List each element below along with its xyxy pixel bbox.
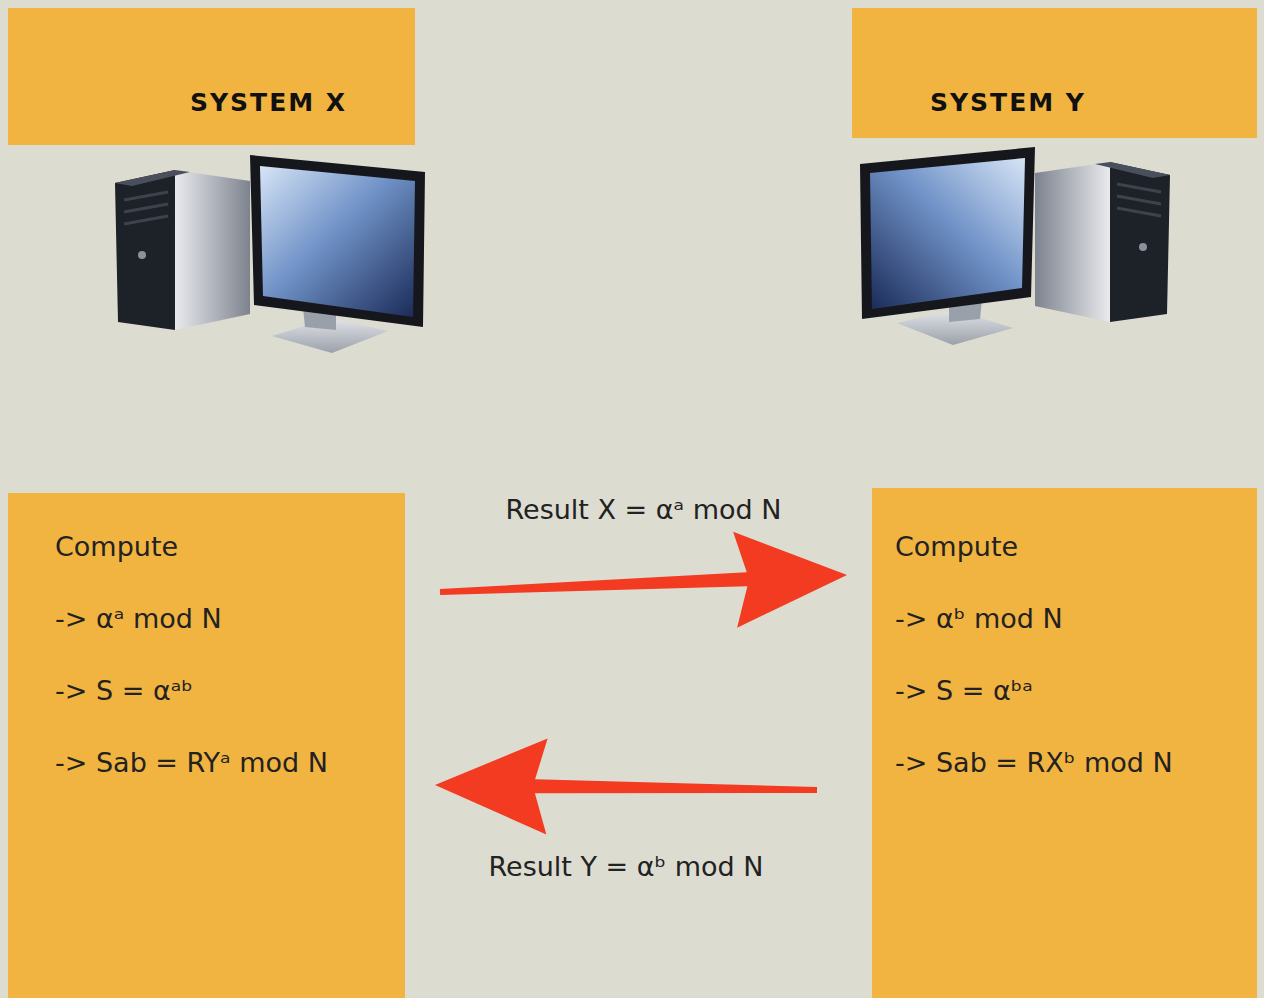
box-heading: Compute <box>55 529 178 565</box>
computer-icon <box>860 147 1170 345</box>
box-heading: SYSTEM X <box>190 88 347 118</box>
tower-top <box>115 170 190 186</box>
edge-label: Result Y = αᵇ mod N <box>489 849 764 885</box>
power-button <box>138 251 146 259</box>
computer-icon <box>115 155 425 353</box>
edge-label: Result X = αᵃ mod N <box>506 492 782 528</box>
box-heading: SYSTEM Y <box>930 88 1086 118</box>
drive-bay <box>124 192 168 200</box>
drive-bay <box>124 204 168 212</box>
box-line: -> Sab = RYᵃ mod N <box>55 745 328 781</box>
box-heading: Compute <box>895 529 1018 565</box>
monitor-frame <box>250 155 425 327</box>
arrow-connector <box>440 532 847 628</box>
compute-box: Compute -> αᵃ mod N -> S = αᵃᵇ -> Sab = RYᵃ… <box>8 493 405 998</box>
system-header: SYSTEM X <box>8 8 415 145</box>
arrow-connector <box>435 738 817 834</box>
tower-front <box>115 170 175 330</box>
box-line: -> S = αᵇᵃ <box>895 673 1033 709</box>
tower-side <box>175 170 250 330</box>
box-line: -> αᵇ mod N <box>895 601 1063 637</box>
monitor-screen <box>260 166 415 317</box>
drive-bay <box>124 216 168 224</box>
compute-box: Compute -> αᵇ mod N -> S = αᵇᵃ -> Sab = RXᵇ… <box>872 488 1257 998</box>
box-line: -> αᵃ mod N <box>55 601 222 637</box>
box-line: -> S = αᵃᵇ <box>55 673 193 709</box>
box-line: -> Sab = RXᵇ mod N <box>895 745 1173 781</box>
system-header: SYSTEM Y <box>852 8 1257 138</box>
